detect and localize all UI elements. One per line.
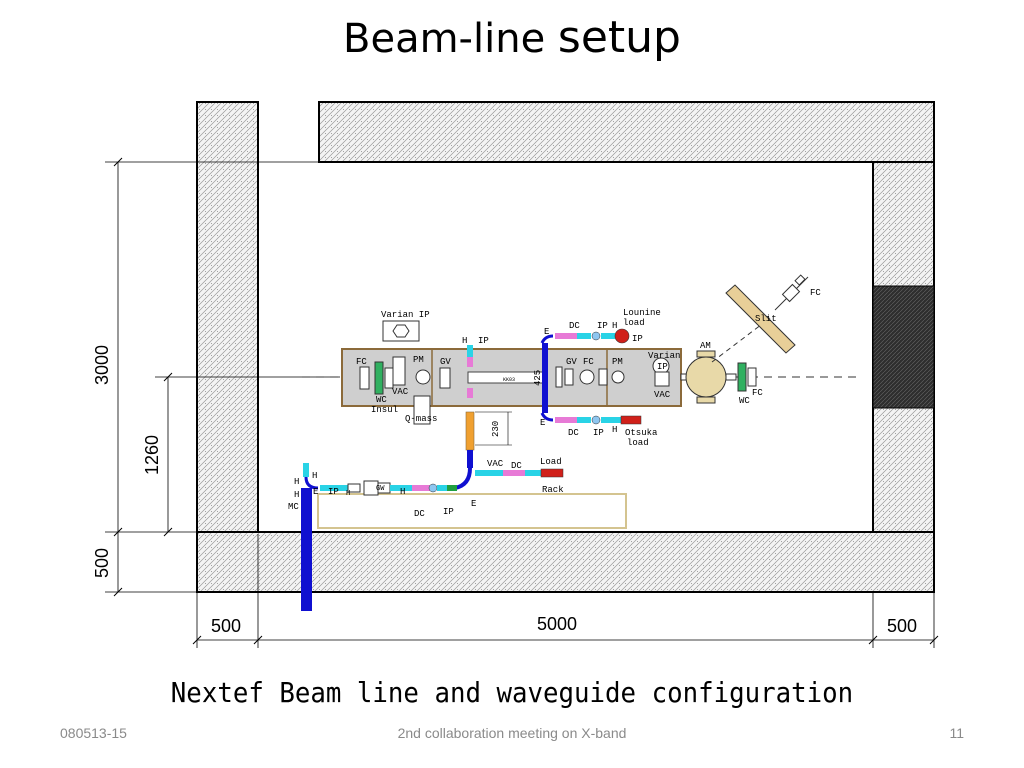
label-h-mc3: H	[294, 490, 299, 500]
dim-5000: 5000	[537, 614, 577, 634]
label-fc-slit: FC	[810, 288, 821, 298]
lounine-load	[614, 328, 630, 344]
label-h-small: H	[346, 490, 350, 498]
dim-500-bottom-left: 500	[211, 616, 241, 636]
label-dc-bottom: DC	[568, 428, 579, 438]
label-dc-wg: DC	[511, 461, 522, 471]
label-h-mc2: H	[294, 477, 299, 487]
label-q-mass: Q-mass	[405, 414, 437, 424]
label-e-top: E	[544, 327, 549, 337]
label-ip-red: IP	[632, 334, 643, 344]
dim-425: 425	[533, 370, 543, 386]
slide-title: Beam-line setup	[0, 12, 1024, 63]
wg-left-orange	[465, 411, 475, 451]
label-fc-right: FC	[583, 357, 594, 367]
label-gw: GW	[376, 485, 385, 493]
shield-block-dark	[872, 285, 935, 409]
label-pm-left: PM	[413, 355, 424, 365]
label-mc: MC	[288, 502, 299, 512]
vac-pipe-left	[392, 356, 406, 386]
slit	[725, 284, 796, 354]
label-fc-left: FC	[356, 357, 367, 367]
label-e-mc: E	[313, 487, 318, 497]
label-ip-bottom: IP	[593, 428, 604, 438]
q-mass-box	[413, 395, 431, 425]
label-pm-right: PM	[612, 357, 623, 367]
varian-ip-box	[382, 320, 420, 342]
footer-page-number: 11	[949, 725, 964, 741]
label-vac-right: VAC	[654, 390, 671, 400]
wg-bend	[454, 467, 472, 490]
label-otsuka-1: Otsuka	[625, 428, 658, 438]
pm-left	[415, 369, 431, 385]
label-vac-left: VAC	[392, 387, 409, 397]
label-insul: Insul	[371, 405, 398, 415]
label-load-wg: Load	[540, 457, 562, 467]
label-gv-right: GV	[566, 357, 577, 367]
title-part2: setup	[557, 12, 681, 63]
flange-left	[384, 367, 394, 389]
label-ip-rack: IP	[443, 507, 454, 517]
wg-left-blue	[467, 450, 473, 468]
footer-meeting: 2nd collaboration meeting on X-band	[397, 725, 627, 741]
label-e-wg: E	[471, 499, 476, 509]
label-h-top: H	[612, 321, 617, 331]
dimension-ticks	[113, 157, 939, 645]
label-rack: Rack	[542, 485, 564, 495]
label-h-center: H	[462, 336, 467, 346]
label-slit: Slit	[755, 314, 777, 324]
label-lounine-1: Lounine	[623, 308, 661, 318]
label-fc-far: FC	[752, 388, 763, 398]
mc-waveguide	[301, 488, 312, 611]
label-h-bottom: H	[612, 425, 617, 435]
label-varian-ip-top: Varian IP	[381, 310, 430, 320]
analyzing-magnet	[685, 356, 727, 398]
dim-230: 230	[491, 421, 501, 437]
label-ip-center: IP	[478, 336, 489, 346]
label-gv-left: GV	[440, 357, 451, 367]
label-e-bottom: E	[540, 418, 545, 428]
label-otsuka-2: load	[627, 438, 649, 448]
label-ip-right: IP	[657, 362, 668, 372]
label-dc-top: DC	[569, 321, 580, 331]
dim-3000: 3000	[92, 345, 112, 385]
wg-left-cyan	[467, 345, 473, 357]
fc-left	[359, 366, 370, 390]
gv-left	[439, 367, 451, 389]
wg-left-pink2	[467, 388, 473, 398]
otsuka-load	[620, 415, 642, 425]
footer-date: 080513-15	[60, 725, 127, 741]
wall-left	[196, 101, 259, 593]
wg-right-blue	[542, 343, 548, 413]
label-am: AM	[700, 341, 711, 351]
wc-right	[737, 362, 747, 392]
label-wc-right: WC	[739, 396, 750, 406]
shield-walls	[196, 101, 935, 593]
varian-ip-icon	[392, 324, 410, 338]
label-varian-right: Varian	[648, 351, 680, 361]
dim-500-bottom-right: 500	[887, 616, 917, 636]
label-h-line: H	[400, 487, 405, 497]
diagram-caption: Nextef Beam line and waveguide configura…	[170, 676, 854, 709]
rack-box	[317, 493, 627, 529]
wc-left	[374, 361, 384, 395]
dim-500-left: 500	[92, 548, 112, 578]
title-part1: Beam-line	[343, 16, 558, 62]
load-wg	[540, 468, 564, 478]
wg-left-pink	[467, 357, 473, 367]
wall-top	[318, 101, 935, 163]
label-dc-rack: DC	[414, 509, 425, 519]
label-vac-wg: VAC	[487, 459, 504, 469]
structure-label: KK03	[503, 377, 515, 383]
label-h-mc1: H	[312, 471, 317, 481]
label-wc-left: WC	[376, 395, 387, 405]
label-ip-mc: IP	[328, 487, 339, 497]
wall-bottom	[196, 531, 935, 593]
label-lounine-2: load	[623, 318, 645, 328]
fc-slit-icon	[774, 274, 809, 311]
label-ip-top: IP	[597, 321, 608, 331]
dim-1260: 1260	[142, 435, 162, 475]
